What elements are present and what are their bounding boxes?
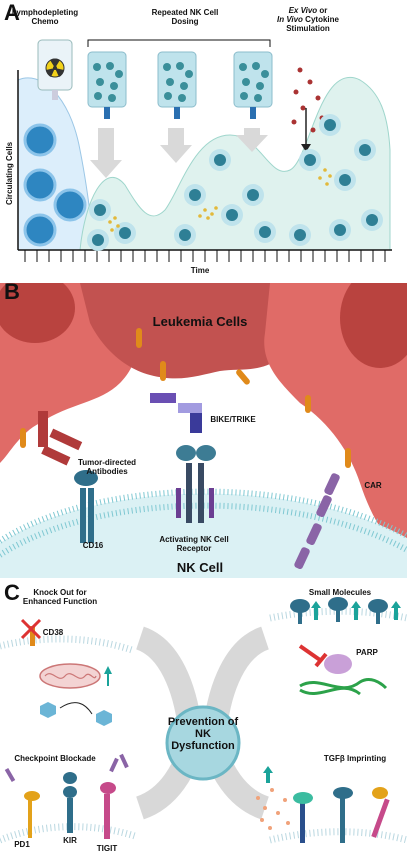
panel-a-label: A xyxy=(4,0,20,25)
up-arrows-small-molecules xyxy=(311,601,401,620)
kir-receptor xyxy=(63,772,77,833)
center-nk-cell xyxy=(165,705,241,781)
tgfb-label: TGFβ Imprinting xyxy=(323,754,387,763)
prevention-label: Prevention of NK Dysfunction xyxy=(150,716,256,752)
bike-trike xyxy=(150,393,202,433)
stim-ex-vivo: Ex Vivo xyxy=(288,6,318,15)
panel-b: B Leukemia Cells BIKE/TRIKE Tumor-direct… xyxy=(0,279,407,578)
stim-stimulation: Stimulation xyxy=(286,24,330,33)
panel-a-graphic: Circulating Cells xyxy=(5,39,392,262)
stimulation-label: Ex Vivo or In Vivo Cytokine Stimulation xyxy=(268,6,348,33)
panel-a: A xyxy=(0,0,407,285)
panel-c: C Knock Out for Enhanced Function CD38 S… xyxy=(0,578,407,866)
dosing-bracket xyxy=(87,39,271,47)
tumor-antigens xyxy=(20,328,351,468)
cd38-knockout xyxy=(20,618,42,646)
metabolite-hexagons xyxy=(40,702,112,726)
antibody xyxy=(38,411,83,466)
chemo-iv-bag xyxy=(37,39,73,100)
stim-or: or xyxy=(317,6,328,15)
activating-receptor-label: Activating NK Cell Receptor xyxy=(159,535,229,553)
cd38-label: CD38 xyxy=(42,628,64,637)
nk-cells xyxy=(87,114,383,251)
tgfb-receptors xyxy=(293,787,390,843)
knockout-label: Knock Out for Enhanced Function xyxy=(22,588,98,606)
stim-in-vivo: In Vivo xyxy=(277,15,303,24)
bike-trike-label: BIKE/TRIKE xyxy=(210,415,256,424)
parp-inhibitor xyxy=(298,644,388,696)
pd1-receptor xyxy=(24,791,40,838)
car-receptor xyxy=(294,473,340,570)
pd1-label: PD1 xyxy=(14,840,30,849)
cytokine-dots xyxy=(291,67,325,133)
nk-iv-bag-2 xyxy=(157,51,197,119)
nk-cell-region xyxy=(79,76,391,251)
x-axis-ticks xyxy=(24,250,386,262)
tgfb-up-arrow xyxy=(263,766,273,783)
small-molecules-label: Small Molecules xyxy=(308,588,372,597)
panel-c-label: C xyxy=(4,580,20,605)
antibodies-label: Tumor-directed Antibodies xyxy=(77,458,137,476)
checkpoint-antibodies xyxy=(4,753,129,783)
parp-label: PARP xyxy=(356,648,378,657)
nk-iv-bag-3 xyxy=(233,51,273,119)
leukemia-cell-center xyxy=(80,283,304,379)
nk-cell-label: NK Cell xyxy=(176,560,224,575)
dose-arrow-2 xyxy=(160,128,192,163)
y-axis-label: Circulating Cells xyxy=(5,141,14,205)
panel-b-label: B xyxy=(4,279,20,304)
small-molecule-receptors xyxy=(290,597,388,624)
prevention-line-2: NK xyxy=(195,728,211,740)
tgfb-dots xyxy=(256,788,290,830)
cd16-label: CD16 xyxy=(82,541,104,550)
chemo-label: Lymphodepleting Chemo xyxy=(11,8,79,26)
dose-arrow-1 xyxy=(90,128,122,178)
prevention-line-1: Prevention of xyxy=(167,716,239,728)
car-label: CAR xyxy=(364,481,382,490)
tigit-label: TIGIT xyxy=(96,844,118,853)
tigit-receptor xyxy=(100,782,116,839)
panel-c-graphic xyxy=(0,597,407,844)
time-label: Time xyxy=(190,266,210,275)
prevention-line-3: Dysfunction xyxy=(171,740,235,752)
activating-receptor xyxy=(176,445,216,523)
stim-cytokine: Cytokine xyxy=(302,15,339,24)
panel-b-graphic xyxy=(0,283,407,578)
mitochondrion-icon xyxy=(39,663,101,689)
granules xyxy=(108,168,332,232)
dose-arrow-3 xyxy=(236,128,268,152)
kir-label: KIR xyxy=(63,836,77,845)
nk-iv-bag-1 xyxy=(87,51,127,119)
dosing-label: Repeated NK Cell Dosing xyxy=(151,8,219,26)
leukemia-label: Leukemia Cells xyxy=(152,314,248,329)
cd16-receptor xyxy=(74,470,98,543)
chemo-cells xyxy=(23,123,87,247)
checkpoint-label: Checkpoint Blockade xyxy=(14,754,96,763)
